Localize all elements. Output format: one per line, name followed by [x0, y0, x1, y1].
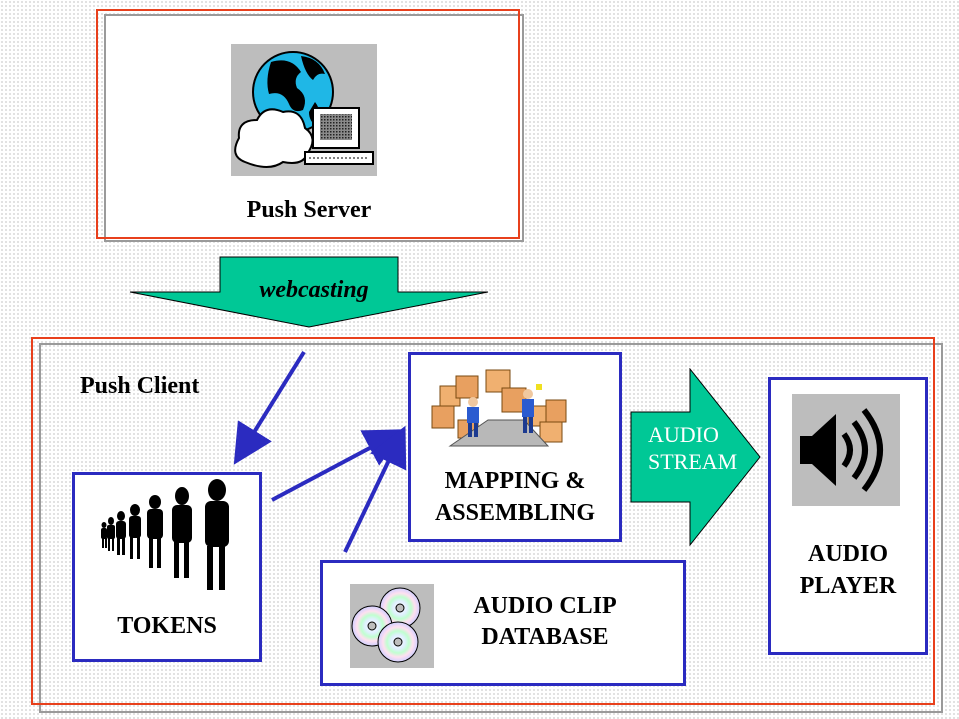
tokens-label: TOKENS — [117, 613, 217, 639]
people-silhouettes-icon — [100, 476, 240, 596]
webcasting-label: webcasting — [259, 277, 369, 303]
push-server-frame — [96, 9, 520, 239]
push-client-box — [39, 343, 943, 713]
player-label-line1: AUDIO — [807, 541, 888, 567]
speaker-icon — [792, 394, 900, 506]
mapping-label-line1: MAPPING & — [444, 468, 586, 494]
compact-discs-icon — [350, 584, 434, 668]
arrow-tokens-to-mapping — [271, 429, 406, 502]
workers-boxes-icon — [428, 362, 578, 452]
push-client-label: Push Client — [80, 373, 200, 399]
audio-stream-arrow — [630, 368, 761, 546]
player-label-line2: PLAYER — [799, 573, 897, 599]
arrow-webcast-to-tokens — [233, 350, 306, 465]
database-label-line2: DATABASE — [481, 624, 609, 650]
mapping-label-line2: ASSEMBLING — [434, 500, 596, 526]
tokens-box — [72, 472, 262, 662]
audio-stream-label-line2: STREAM — [648, 449, 738, 474]
push-client-frame — [31, 337, 935, 705]
database-label-line1: AUDIO CLIP — [473, 593, 617, 619]
webcasting-arrow — [129, 256, 489, 328]
push-server-label: Push Server — [246, 197, 372, 223]
audio-stream-label-line1: AUDIO — [648, 422, 719, 447]
arrow-database-to-mapping — [343, 425, 407, 553]
mapping-box — [408, 352, 622, 542]
globe-computer-icon — [231, 44, 377, 176]
